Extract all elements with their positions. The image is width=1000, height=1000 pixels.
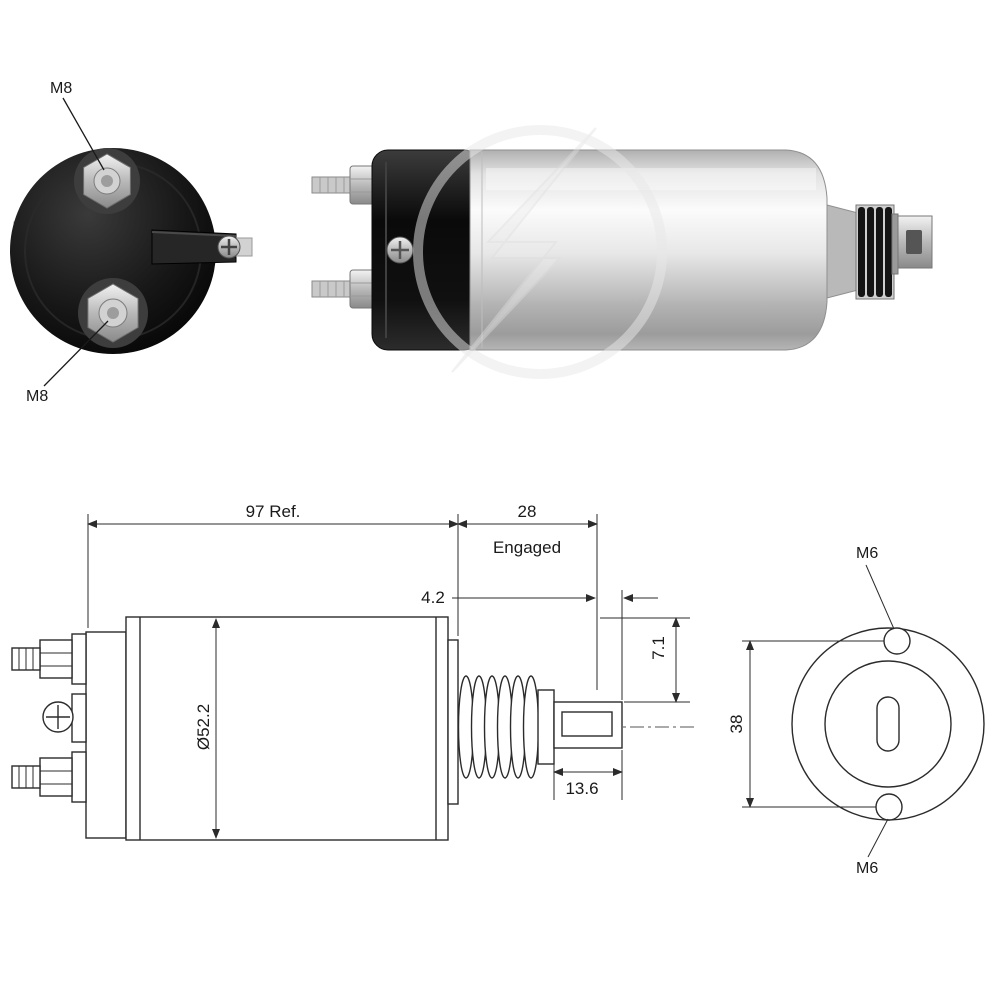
drawing-cap-terminals — [11, 631, 127, 839]
dimension-28: 28 Engaged — [457, 502, 598, 690]
m6-hole-top — [883, 627, 911, 655]
phillips-screw-icon — [217, 235, 241, 259]
dimension-4-2: 4.2 — [421, 588, 658, 700]
drawing-phillips-screw-icon — [42, 693, 87, 743]
svg-text:7.1: 7.1 — [649, 636, 668, 660]
svg-text:Ø52.2: Ø52.2 — [194, 704, 213, 750]
dimension-97: 97 Ref. — [87, 502, 459, 636]
leader-line-m6-bottom — [867, 818, 889, 858]
body-neck — [826, 204, 859, 299]
label-m6-bottom: M6 — [856, 860, 878, 877]
drawing-solenoid-body — [125, 616, 459, 841]
leader-line-m8-bottom — [43, 320, 109, 387]
dimensioned-drawing: 97 Ref. 28 Engaged 4.2 7.1 Ø52.2 — [11, 502, 985, 877]
m6-hole-bottom — [875, 793, 903, 821]
label-engaged: Engaged — [493, 538, 561, 557]
drawing-spring — [457, 675, 540, 779]
leader-line-m6-top — [865, 564, 895, 630]
side-view-photo — [311, 125, 933, 379]
svg-text:38: 38 — [727, 715, 746, 734]
solenoid-body — [469, 149, 828, 351]
svg-text:28: 28 — [518, 502, 537, 521]
svg-text:13.6: 13.6 — [565, 779, 598, 798]
svg-text:97 Ref.: 97 Ref. — [246, 502, 301, 521]
label-m8-top: M8 — [50, 80, 72, 97]
bellows — [855, 204, 895, 300]
svg-text:4.2: 4.2 — [421, 588, 445, 607]
rear-view: 38 M6 M6 — [727, 545, 985, 877]
label-m8-bottom: M8 — [26, 388, 48, 405]
cap-screw-icon — [386, 236, 414, 264]
terminal-stud-top — [74, 148, 140, 214]
label-m6-top: M6 — [856, 545, 878, 562]
ground-tab — [151, 229, 253, 265]
dimension-13-6: 13.6 — [553, 750, 623, 800]
drawing-plunger-rod — [537, 689, 623, 765]
plunger-clevis — [891, 213, 933, 275]
dimension-38: 38 — [727, 640, 884, 808]
leader-line-m8-top — [62, 97, 105, 171]
dimension-dia-52-2: Ø52.2 — [194, 618, 220, 839]
front-view-photo: M8 M8 — [10, 80, 253, 405]
rear-slot — [876, 696, 900, 752]
dimension-7-1: 7.1 — [600, 617, 690, 703]
terminal-stud-bottom — [78, 278, 148, 348]
brand-watermark-icon — [413, 125, 667, 379]
front-hub — [447, 639, 459, 805]
solenoid-cap — [371, 149, 481, 351]
front-cap-circle — [10, 148, 216, 354]
